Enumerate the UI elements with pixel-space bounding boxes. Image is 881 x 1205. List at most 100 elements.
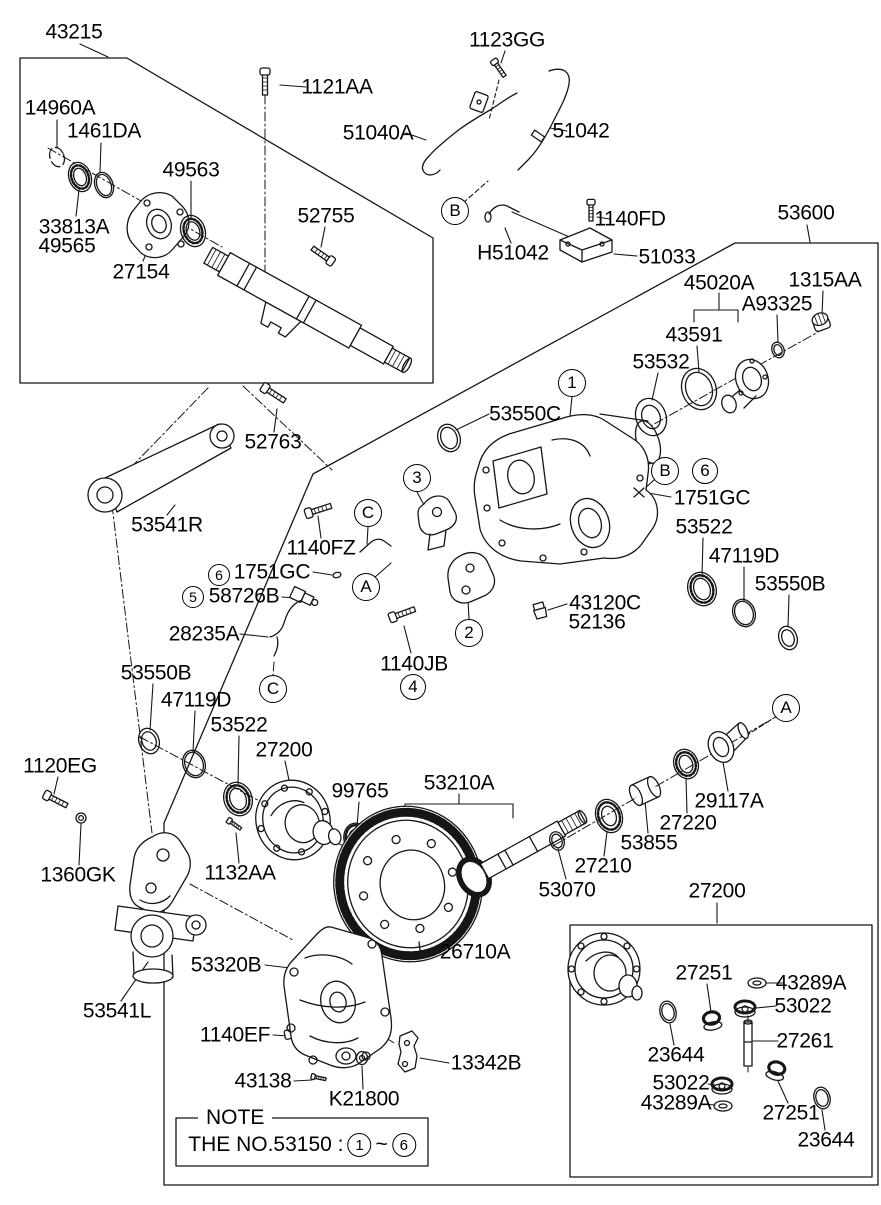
- fastener-drawings: [41, 57, 596, 1083]
- part-label-1120EG: 1120EG: [23, 754, 97, 778]
- part-label-23644: 23644: [797, 1128, 855, 1152]
- oring-47119D-right-drawing: [729, 596, 759, 630]
- part-label-52755: 52755: [297, 204, 355, 228]
- boundary-box-43215: [20, 58, 433, 383]
- part-label-H51042: H51042: [477, 241, 549, 265]
- right-output-group: [630, 311, 831, 653]
- part-label-27200: 27200: [255, 738, 313, 762]
- note-box: [176, 1118, 428, 1166]
- part-label-43591: 43591: [665, 323, 723, 347]
- part-label-27251: 27251: [675, 961, 733, 985]
- callout-2: 2: [455, 619, 483, 647]
- part-label-52136: 52136: [568, 610, 626, 634]
- seal-A93325-drawing: [770, 340, 787, 359]
- cable-28235A-drawing: [270, 600, 302, 656]
- main-housing-drawing: [474, 414, 665, 564]
- seal-53532-drawing: [630, 394, 671, 440]
- ring-43591-drawing: [676, 363, 722, 414]
- bracket-2-drawing: [448, 553, 495, 603]
- part-label-33813A: 33813A: [38, 215, 110, 239]
- part-label-13342B: 13342B: [450, 1051, 522, 1075]
- front-shaft-group: [47, 145, 416, 512]
- part-label-43289A: 43289A: [640, 1091, 712, 1115]
- washer-43289A-a-drawing: [748, 978, 766, 988]
- part-label-1132AA: 1132AA: [204, 861, 276, 885]
- pinion-shaft-drawing: [450, 797, 595, 903]
- part-label-27220: 27220: [659, 811, 717, 835]
- arm-53541R-drawing: [88, 424, 234, 512]
- part-label-1140JB: 1140JB: [380, 652, 448, 676]
- cap-1315AA-drawing: [810, 311, 831, 332]
- part-label-53070: 53070: [538, 878, 596, 902]
- harness-tube-drawings: [422, 69, 612, 262]
- part-label-53541R: 53541R: [131, 513, 203, 537]
- note-heading: NOTE: [198, 1106, 273, 1130]
- part-label-27200: 27200: [688, 879, 746, 903]
- bracket-13342B-drawing: [398, 1031, 418, 1072]
- part-label-23644: 23644: [647, 1043, 705, 1067]
- part-label-53522: 53522: [210, 713, 268, 737]
- part-label-1751GC: 1751GC: [673, 486, 751, 510]
- note-text: THE NO.53150 : 1 ~ 6: [188, 1133, 416, 1157]
- ring-53070-drawing: [547, 830, 567, 853]
- gear-53022-a-drawing: [735, 1001, 755, 1017]
- part-label-27154: 27154: [112, 260, 170, 284]
- callout-B: B: [651, 457, 679, 485]
- part-label-27261: 27261: [776, 1029, 834, 1053]
- part-label-53550C: 53550C: [489, 402, 561, 426]
- tube-51042-drawing: [518, 69, 569, 170]
- part-label-53210A: 53210A: [423, 771, 495, 795]
- collar-53855-drawing: [627, 775, 663, 808]
- bracket-3-drawing: [418, 496, 456, 550]
- bolt-1121AA-drawing: [259, 67, 271, 96]
- bracket-51033-drawing: [560, 228, 612, 262]
- part-label-53532: 53532: [632, 350, 690, 374]
- part-label-52763: 52763: [244, 430, 302, 454]
- housing-group: [270, 414, 665, 656]
- part-label-1121AA: 1121AA: [301, 75, 373, 99]
- part-label-1751GC: 1751GC: [233, 560, 311, 584]
- part-label-43138: 43138: [234, 1069, 292, 1093]
- callout-6: 6: [208, 564, 230, 586]
- part-label-49563: 49563: [162, 158, 220, 182]
- tube-bracket-drawing: [469, 91, 488, 113]
- gear-27251-a-drawing: [701, 1010, 722, 1032]
- ring-23644-b-drawing: [811, 1085, 832, 1110]
- oring-1461DA-drawing: [91, 170, 117, 201]
- callout-5: 5: [182, 586, 204, 608]
- note-prefix: THE NO.53150 :: [188, 1133, 344, 1156]
- part-label-47119D: 47119D: [708, 544, 780, 568]
- seal-53550B-left-drawing: [135, 725, 163, 756]
- plug-43138-drawing: [310, 1073, 327, 1083]
- part-label-27210: 27210: [574, 854, 632, 878]
- flange-29117A-drawing: [703, 719, 755, 766]
- note-callout-to: 6: [391, 1133, 416, 1157]
- bolt-1120EG-drawing: [41, 789, 70, 811]
- part-label-51033: 51033: [638, 245, 696, 269]
- boundary-box-53600: [164, 243, 878, 1185]
- part-label-53022: 53022: [652, 1071, 710, 1095]
- part-label-K21800: K21800: [328, 1087, 400, 1111]
- bolt-52763-drawing: [258, 381, 289, 406]
- part-label-29117A: 29117A: [694, 789, 764, 813]
- callout-C: C: [259, 675, 287, 703]
- part-label-43289A: 43289A: [775, 971, 847, 995]
- callout-4: 4: [400, 674, 426, 700]
- part-label-1461DA: 1461DA: [66, 119, 142, 143]
- left-diff-group: [135, 725, 595, 978]
- sensor-58726B-drawing: [290, 586, 320, 609]
- part-label-47119D: 47119D: [160, 688, 232, 712]
- part-label-51040A: 51040A: [342, 121, 414, 145]
- screw-1123GG-drawing: [489, 57, 509, 79]
- shaft-27261-drawing: [744, 1020, 752, 1066]
- bracket-53541L-drawing: [115, 906, 206, 983]
- nut-1360GK-drawing: [76, 813, 86, 823]
- part-label-53550B: 53550B: [120, 661, 192, 685]
- pin-1751GC-drawing: [332, 571, 341, 578]
- part-label-A93325: A93325: [741, 292, 813, 316]
- part-label-1140EF: 1140EF: [199, 1023, 271, 1047]
- callout-C: C: [354, 499, 382, 527]
- part-label-28235A: 28235A: [168, 622, 240, 646]
